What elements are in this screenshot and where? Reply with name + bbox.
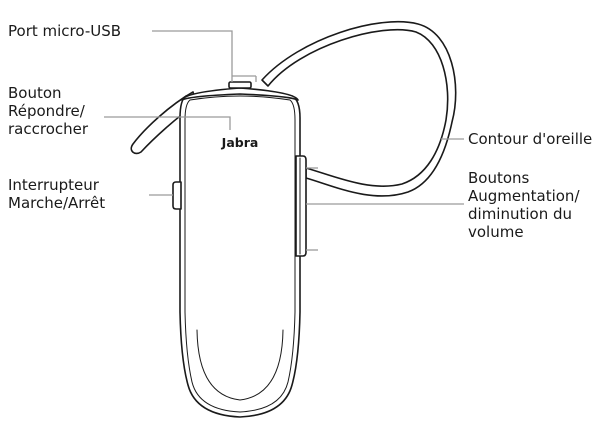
leader-lines bbox=[104, 30, 464, 251]
label-power-switch: Interrupteur Marche/Arrêt bbox=[8, 176, 105, 212]
power-switch bbox=[172, 181, 182, 210]
label-volume-buttons: Boutons Augmentation/ diminution du volu… bbox=[468, 169, 584, 241]
label-answer-end-button: Bouton Répondre/ raccrocher bbox=[8, 84, 90, 138]
label-ear-hook: Contour d'oreille bbox=[468, 130, 592, 148]
headset-body bbox=[179, 81, 301, 418]
brand-logo: Jabra bbox=[221, 135, 259, 150]
volume-buttons bbox=[295, 155, 307, 257]
label-micro-usb-port: Port micro-USB bbox=[8, 22, 121, 40]
